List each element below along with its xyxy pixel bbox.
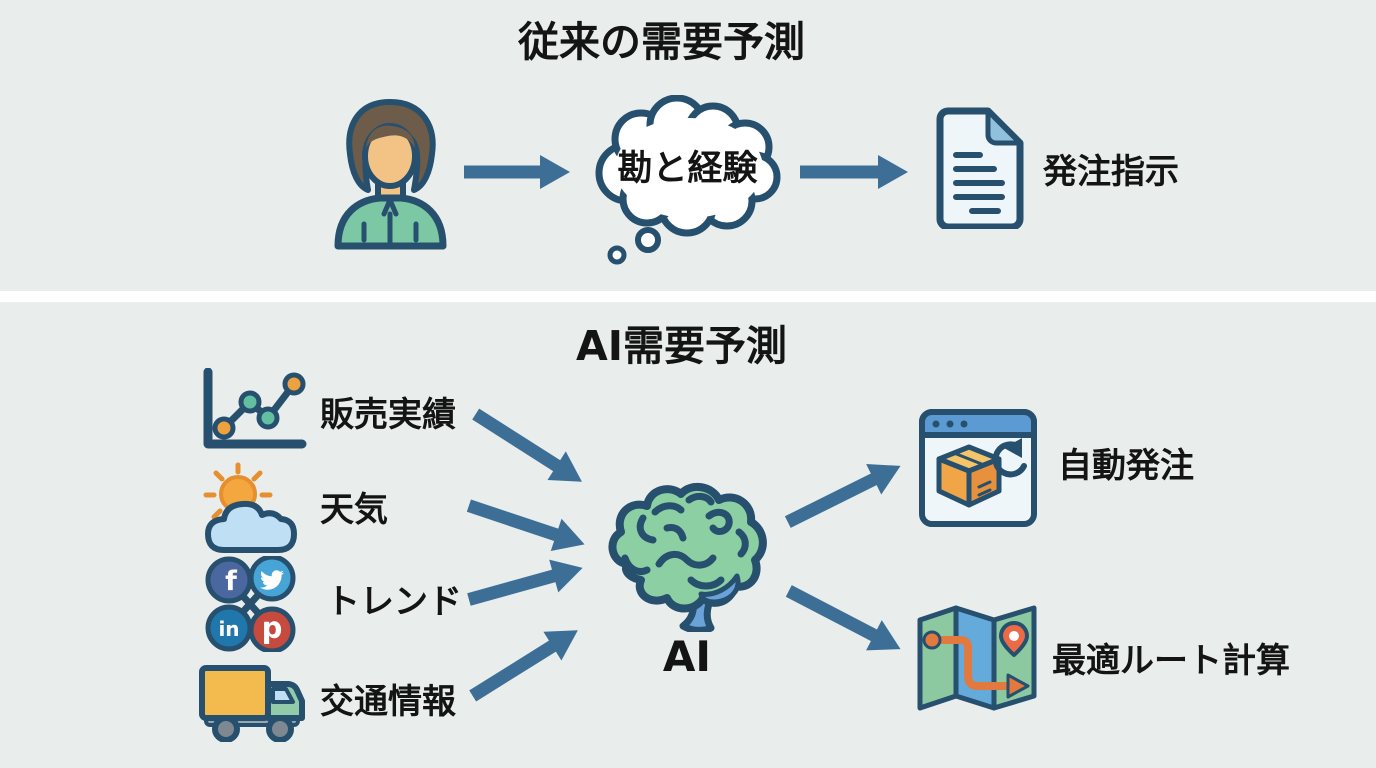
weather-icon xyxy=(196,462,308,558)
social-media-icon: f in p xyxy=(202,554,298,656)
thought-bubble xyxy=(585,94,790,271)
sales-chart-icon xyxy=(198,367,308,460)
input-label-weather: 天気 xyxy=(320,490,388,530)
svg-text:in: in xyxy=(218,617,239,641)
arrow-traffic-to-ai xyxy=(460,612,590,714)
arrow-ai-to-auto-order xyxy=(777,447,911,541)
document-label: 発注指示 xyxy=(1043,152,1179,192)
output-label-route: 最適ルート計算 xyxy=(1052,641,1290,681)
truck-icon xyxy=(196,660,308,746)
auto-order-icon xyxy=(919,409,1037,531)
linkedin-icon: in xyxy=(205,604,253,652)
arrow-ai-to-route xyxy=(778,572,912,668)
traditional-title: 従来の需要予測 xyxy=(518,18,805,66)
section-divider xyxy=(0,291,1376,302)
arrow-trend-to-ai xyxy=(462,548,590,619)
input-label-sales: 販売実績 xyxy=(320,395,456,435)
pinterest-icon: p xyxy=(248,606,296,654)
thought-bubble-text: 勘と経験 xyxy=(617,149,758,189)
input-label-trend: トレンド xyxy=(326,582,462,622)
twitter-icon xyxy=(248,554,296,602)
arrow-sales-to-ai xyxy=(463,396,594,500)
arrow-person-to-thought xyxy=(462,152,572,192)
brain-icon xyxy=(597,480,777,636)
ai-title: AI需要予測 xyxy=(576,322,787,370)
route-map-icon xyxy=(914,596,1040,722)
person-icon xyxy=(328,98,453,254)
ai-center-label: AI xyxy=(662,632,712,681)
svg-text:p: p xyxy=(262,611,283,645)
output-label-auto-order: 自動発注 xyxy=(1058,446,1194,486)
arrow-thought-to-document xyxy=(798,152,910,192)
document-icon xyxy=(930,107,1030,233)
input-label-traffic: 交通情報 xyxy=(320,682,456,722)
svg-text:f: f xyxy=(225,566,237,597)
facebook-icon: f xyxy=(205,556,253,604)
arrow-weather-to-ai xyxy=(461,486,593,564)
